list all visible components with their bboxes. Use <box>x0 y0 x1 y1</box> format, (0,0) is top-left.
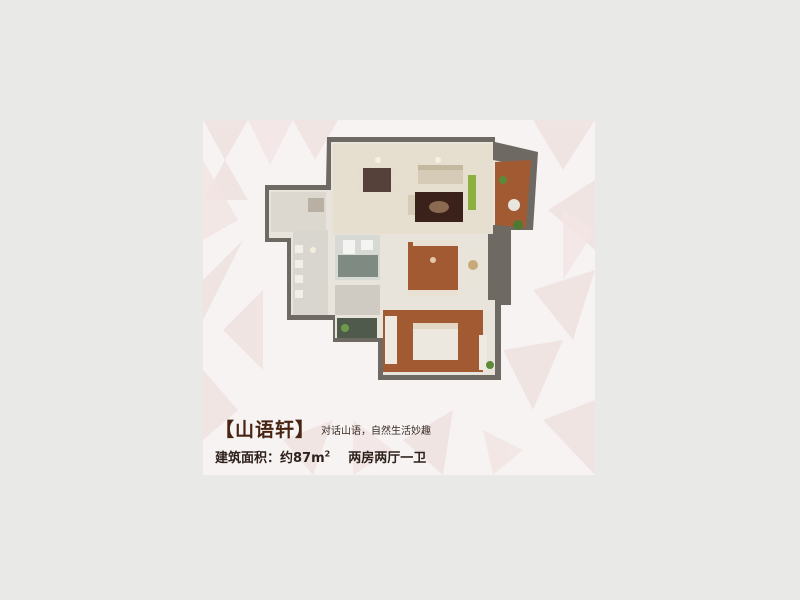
building-area-text: 建筑面积：约87m <box>215 450 325 466</box>
unit-title: 【山语轩】 <box>215 418 316 441</box>
area-unit-superscript: 2 <box>324 449 331 459</box>
info-row: 建筑面积：约87m2 两房两厅一卫 <box>215 446 426 466</box>
floor-plan-card: 【山语轩】 对话山语，自然生活妙趣 建筑面积：约87m2 两房两厅一卫 <box>203 120 595 475</box>
triangle-pattern-background <box>203 120 595 475</box>
layout-type: 两房两厅一卫 <box>348 450 427 466</box>
floor-plan-illustration <box>265 137 538 380</box>
slogan: 对话山语，自然生活妙趣 <box>321 426 432 437</box>
title-row: 【山语轩】 对话山语，自然生活妙趣 <box>215 413 431 443</box>
building-area: 建筑面积：约87m2 <box>215 447 331 466</box>
